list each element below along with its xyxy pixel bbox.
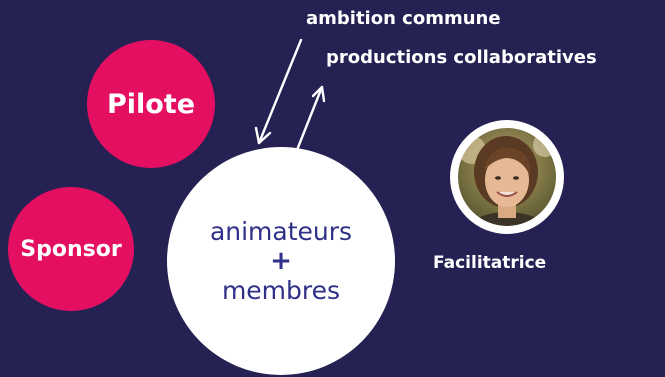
animateurs-label: animateurs bbox=[209, 217, 353, 246]
sponsor-circle: Sponsor bbox=[8, 187, 134, 311]
productions-arrowhead bbox=[311, 85, 326, 103]
community-circle: animateurs + membres bbox=[167, 147, 395, 375]
pilote-circle: Pilote bbox=[87, 40, 215, 168]
pilote-label: Pilote bbox=[106, 88, 196, 120]
facilitator-photo bbox=[450, 120, 564, 234]
productions-arrow-line bbox=[295, 85, 324, 152]
ambition-arrow-line bbox=[257, 38, 303, 145]
productions-collaboratives-label: productions collaboratives bbox=[326, 47, 597, 68]
plus-sign: + bbox=[270, 246, 292, 276]
ambition-arrowhead bbox=[254, 126, 272, 145]
facilitatrice-label: Facilitatrice bbox=[433, 253, 547, 273]
membres-label: membres bbox=[221, 276, 341, 305]
ambition-commune-label: ambition commune bbox=[306, 8, 501, 29]
sponsor-label: Sponsor bbox=[20, 236, 122, 262]
facilitator-portrait-image bbox=[452, 122, 562, 232]
